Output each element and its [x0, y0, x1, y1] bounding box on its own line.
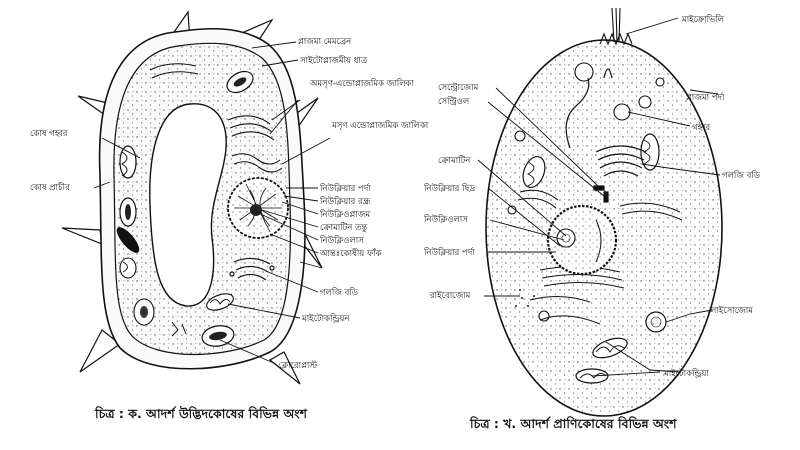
plant-cell	[61, 10, 323, 385]
plant-golgi	[229, 257, 275, 281]
plant-label-nucleolus: নিউক্লিওলাস	[319, 234, 365, 246]
animal-microvilli	[599, 7, 633, 46]
animal-label-nuclear-pore: নিউক্লিয়ার ছিদ্র	[423, 182, 477, 194]
plant-label-vacuole: কোষ গহ্বর	[30, 129, 69, 139]
animal-label-centriole: সেন্ট্রিওল	[438, 96, 470, 107]
plant-vacuole	[149, 103, 227, 307]
animal-label-chromatin: ক্রোমাটিন	[438, 154, 471, 166]
animal-label-microvilli: মাইক্রোভিলি	[681, 14, 725, 25]
animal-label-vacuole: গহ্বর	[692, 123, 712, 133]
plant-label-chloroplast: ক্লোরোপ্লাস্ট	[278, 359, 318, 371]
animal-label-centrosome: সেন্ট্রোজোম	[438, 82, 480, 93]
plant-label-cytoplasm: সাইটোপ্লাজমীয় ধাত্র	[299, 54, 368, 66]
plant-chloroplasts	[119, 70, 254, 347]
plant-leader-lines	[93, 41, 331, 365]
plant-label-golgi: গলজি বডি	[320, 287, 359, 298]
plant-label-intercellular: আন্তঃকোষীয় ফাঁক	[319, 247, 383, 259]
plant-rough-er	[149, 63, 275, 141]
animal-ribosomes	[515, 289, 535, 307]
plant-label-chromatin: ক্রোমাটিন তন্তু	[320, 221, 368, 233]
animal-label-golgi: গলজি বডি	[722, 170, 761, 181]
animal-label-plasma-membrane: প্লাজমা পর্দা	[686, 92, 725, 103]
plant-label-nuclear-pore: নিউক্লিয়ার রন্ধ্র	[319, 195, 372, 207]
animal-label-nucleolus: নিউক্লিওলাস	[423, 213, 469, 225]
plant-mitochondria	[119, 145, 234, 311]
plant-caption: চিত্র : ক. আদর্শ উদ্ভিদকোষের বিভিন্ন অংশ	[94, 405, 309, 421]
animal-nucleus	[546, 204, 618, 276]
animal-lysosome	[645, 311, 667, 333]
animal-cell	[485, 7, 723, 417]
plant-label-smooth-er: মসৃণ এন্ডোপ্লাজমিক জালিকা	[331, 120, 429, 131]
animal-leader-lines	[477, 17, 721, 377]
animal-label-mitochondria: মাইটোকন্ড্রিয়া	[663, 367, 709, 379]
animal-label-lysosome: লাইসোজোম	[709, 305, 754, 316]
plant-label-rough-er-line: অমসৃণ-এন্ডোপ্লাজমিক জালিকা	[309, 78, 414, 89]
animal-label-nuclear-membrane: নিউক্লিয়ার পর্দা	[423, 246, 475, 258]
plant-labels: প্লাজমা মেমব্রেন সাইটোপ্লাজমীয় ধাত্র অম…	[30, 37, 429, 371]
plant-label-nuclear-membrane: নিউক্লিয়ার পর্দা	[319, 182, 371, 194]
plant-label-mitochondria: মাইটোকন্ড্রিয়ন	[301, 312, 350, 324]
animal-labels: মাইক্রোভিলি প্লাজমা পর্দা গহ্বর সেন্ট্রো…	[423, 14, 761, 379]
animal-caption: চিত্র : খ. আদর্শ প্রাণিকোষের বিভিন্ন অংশ	[469, 415, 678, 431]
plant-label-nucleoplasm: নিউক্লিওপ্লাজম	[319, 208, 371, 220]
plant-label-plasma-membrane: প্লাজমা মেমব্রেন	[298, 37, 352, 47]
plant-label-cell-wall: কোষ প্রাচীর	[30, 181, 71, 193]
plant-nucleus	[227, 177, 289, 239]
plant-smooth-er	[231, 153, 283, 173]
animal-vacuoles	[507, 62, 665, 322]
animal-centrosome	[565, 77, 609, 203]
plant-label-rough-er: অমসৃণ-এন্ডোপ্লাজমিক জালিকা	[309, 78, 414, 89]
animal-golgi	[595, 145, 647, 177]
animal-label-ribosome: রাইবোজোম	[429, 290, 472, 301]
